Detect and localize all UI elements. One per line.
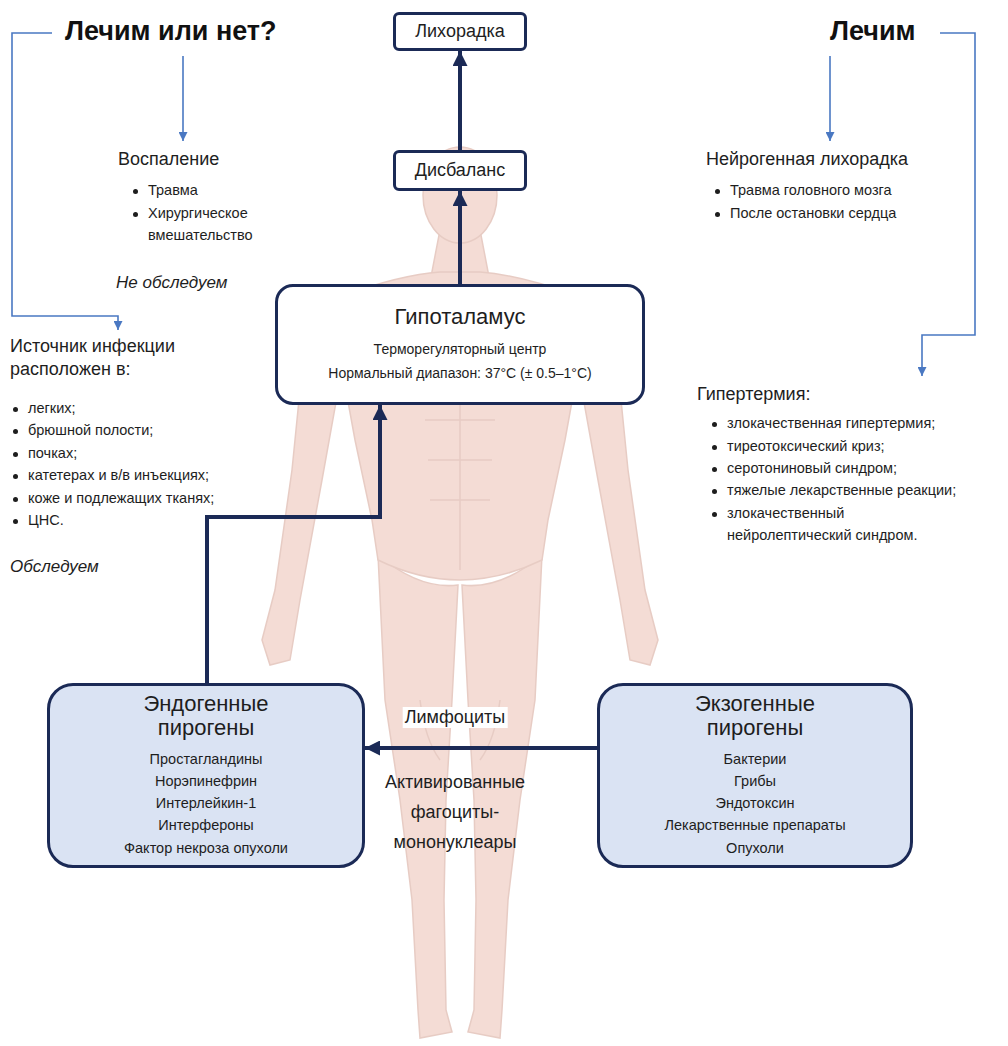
arrow-note: Активированные фагоциты-мононуклеары [370, 767, 540, 857]
human-figure [262, 147, 658, 1038]
hypothalamus-box: ГипоталамусТерморегуляторный центрНормал… [275, 284, 645, 405]
list-item: злокачественная гипертермия; [727, 413, 997, 435]
group-heading: Источник инфекции расположен в: [10, 335, 250, 382]
group-heading: Нейрогенная лихорадка [706, 148, 986, 171]
box-text: Опухоли [726, 837, 784, 859]
list-item: Хирургическое вмешательство [148, 203, 283, 247]
group-heading: Воспаление [118, 148, 219, 171]
result-box: Лихорадка [393, 12, 527, 51]
left-arrow [182, 56, 184, 141]
edge-label: Лимфоциты [403, 707, 508, 728]
box-text: Нормальный диапазон: 37°C (± 0.5–1°C) [328, 362, 591, 386]
list-item: брюшной полости; [28, 420, 268, 442]
box-text: Интерфероны [158, 814, 254, 836]
section-heading: Лечим [830, 14, 916, 49]
list-item: катетерах и в/в инъекциях; [28, 465, 268, 487]
section-heading: Лечим или нет? [65, 14, 277, 49]
box-text: Фактор некроза опухоли [124, 837, 288, 859]
list-item: ЦНС. [28, 510, 268, 532]
list-item: злокачественный нейролептический синдром… [727, 503, 927, 547]
box-text: Грибы [734, 770, 776, 792]
list-item: коже и подлежащих тканях; [28, 488, 268, 510]
bracket-lines [12, 33, 975, 376]
list-item: тиреотоксический криз; [727, 436, 997, 458]
list-item: После остановки сердца [730, 203, 990, 225]
left-leg [378, 555, 458, 1038]
box-text: Простагландины [150, 748, 263, 770]
right-arrow [829, 56, 831, 141]
box-title: Экзогенные пирогены [670, 692, 840, 740]
left-bracket [12, 33, 118, 330]
note: Не обследуем [116, 272, 227, 294]
box-text: Лекарственные препараты [664, 814, 845, 836]
box-text: Интерлейкин-1 [156, 792, 257, 814]
pyrogen-box: Экзогенные пирогеныБактерииГрибыЭндотокс… [597, 683, 913, 868]
list-item: Травма головного мозга [730, 180, 990, 202]
flow-arrow [458, 51, 462, 150]
flow-arrow [207, 405, 380, 683]
list-item: легких; [28, 398, 268, 420]
box-title: Дисбаланс [415, 160, 506, 182]
box-text: Терморегуляторный центр [374, 338, 547, 362]
list-item: тяжелые лекарственные реакции; [727, 480, 997, 502]
list-item: почках; [28, 443, 268, 465]
flow-arrow [458, 191, 462, 284]
list-item: серотониновый синдром; [727, 458, 997, 480]
box-text: Эндотоксин [715, 792, 794, 814]
flow-arrow [365, 746, 597, 750]
box-text: Бактерии [724, 748, 787, 770]
right-leg [462, 555, 542, 1038]
pyrogen-box: Эндогенные пирогеныПростагландиныНорэпин… [47, 683, 365, 868]
group-heading: Гипертермия: [697, 383, 897, 406]
box-text: Норэпинефрин [155, 770, 257, 792]
right-bracket [922, 33, 975, 376]
box-title: Эндогенные пирогены [121, 692, 291, 740]
box-title: Лихорадка [415, 21, 504, 43]
box-title: Гипоталамус [395, 303, 526, 331]
note: Обследуем [10, 556, 99, 578]
list-item: Травма [148, 180, 198, 202]
process-box: Дисбаланс [393, 150, 527, 191]
